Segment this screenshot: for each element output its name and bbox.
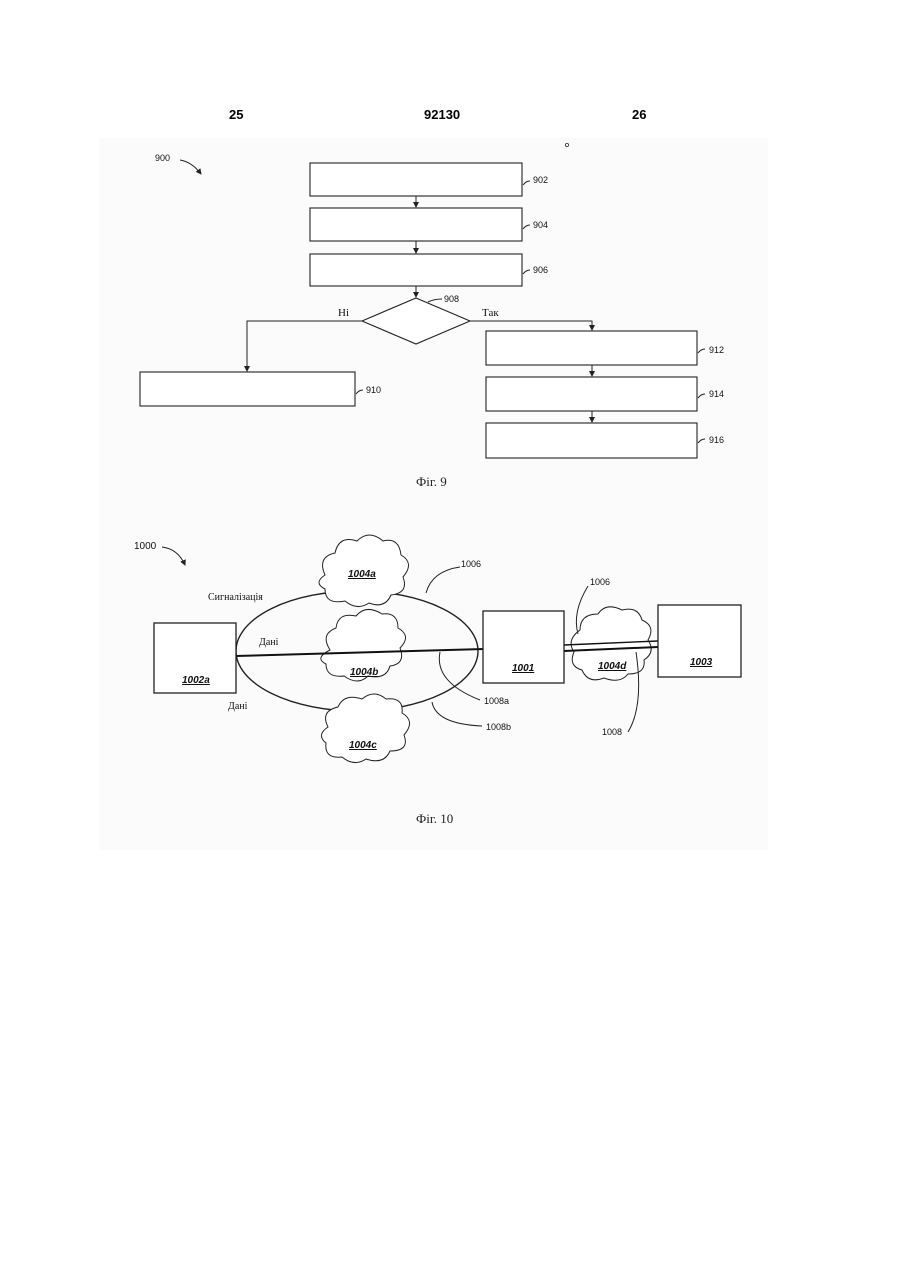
step-box-902	[310, 163, 522, 196]
ref-914: 914	[709, 389, 724, 399]
figure9-flowchart: 900 902 904 906 908 Ні Так 912	[140, 143, 724, 489]
leader-1008a	[439, 652, 480, 700]
branch-yes-label: Так	[482, 307, 499, 319]
node-label-1001: 1001	[512, 663, 535, 674]
leader-1006-left	[426, 567, 460, 593]
step-box-916	[486, 423, 697, 458]
step-box-906	[310, 254, 522, 286]
cloud-1004c	[321, 694, 409, 763]
leader-908	[428, 299, 442, 302]
ref-1006-left: 1006	[461, 559, 481, 569]
decision-diamond-908	[362, 298, 470, 344]
cloud-label-1004d: 1004d	[598, 661, 627, 672]
data-label-bottom: Дані	[228, 701, 248, 712]
figure9-ref-label: 900	[155, 153, 170, 163]
ref-1006-right: 1006	[590, 577, 610, 587]
branch-yes-arrow	[470, 321, 592, 330]
branch-no-label: Ні	[338, 307, 349, 319]
leader-916	[698, 439, 705, 443]
cloud-label-1004a: 1004a	[348, 569, 376, 580]
ref-1008a: 1008a	[484, 696, 509, 706]
leader-1008b	[432, 702, 482, 726]
figure9-caption: Фіг. 9	[416, 474, 447, 489]
ref-1008: 1008	[602, 727, 622, 737]
ref-1008b: 1008b	[486, 722, 511, 732]
scan-speck	[565, 143, 568, 146]
step-box-912	[486, 331, 697, 365]
step-box-914	[486, 377, 697, 411]
leader-906	[523, 270, 530, 274]
ref-902: 902	[533, 175, 548, 185]
node-label-1003: 1003	[690, 657, 713, 668]
ref-908: 908	[444, 294, 459, 304]
ref-906: 906	[533, 265, 548, 275]
data-label-top: Дані	[259, 637, 279, 648]
figure10-ref-arrow	[162, 547, 185, 565]
node-label-1002a: 1002a	[182, 675, 210, 686]
figure10-caption: Фіг. 10	[416, 811, 453, 826]
leader-902	[523, 181, 530, 185]
figure10-network-diagram: 1000 1004a 1004b 1004c 1004d 1002a 1001 …	[134, 535, 741, 826]
ref-916: 916	[709, 435, 724, 445]
leader-910	[356, 390, 363, 394]
leader-912	[698, 349, 705, 353]
step-box-904	[310, 208, 522, 241]
figure9-ref-arrow	[180, 160, 201, 174]
step-box-910	[140, 372, 355, 406]
ref-904: 904	[533, 220, 548, 230]
ref-910: 910	[366, 385, 381, 395]
leader-914	[698, 394, 705, 398]
branch-no-arrow	[247, 321, 362, 371]
leader-904	[523, 225, 530, 229]
signaling-label: Сигналізація	[208, 592, 263, 603]
cloud-label-1004b: 1004b	[350, 667, 378, 678]
cloud-label-1004c: 1004c	[349, 740, 377, 751]
ref-912: 912	[709, 345, 724, 355]
figure10-ref-label: 1000	[134, 541, 157, 552]
